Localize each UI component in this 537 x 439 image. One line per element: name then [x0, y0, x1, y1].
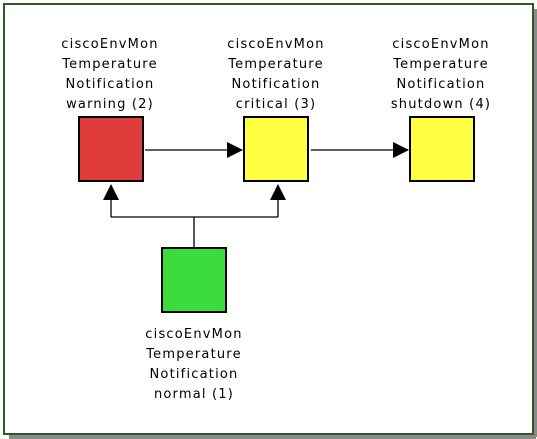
label-shutdown: ciscoEnvMon Temperature Notification shu…	[390, 37, 492, 112]
label-warning: ciscoEnvMon Temperature Notification war…	[61, 37, 159, 112]
state-box-warning	[78, 116, 144, 182]
label-critical: ciscoEnvMon Temperature Notification cri…	[227, 37, 325, 112]
state-box-critical	[243, 116, 309, 182]
state-box-shutdown	[409, 116, 475, 182]
label-normal: ciscoEnvMon Temperature Notification nor…	[145, 327, 243, 402]
state-box-normal	[161, 247, 227, 313]
diagram-frame	[3, 3, 537, 439]
